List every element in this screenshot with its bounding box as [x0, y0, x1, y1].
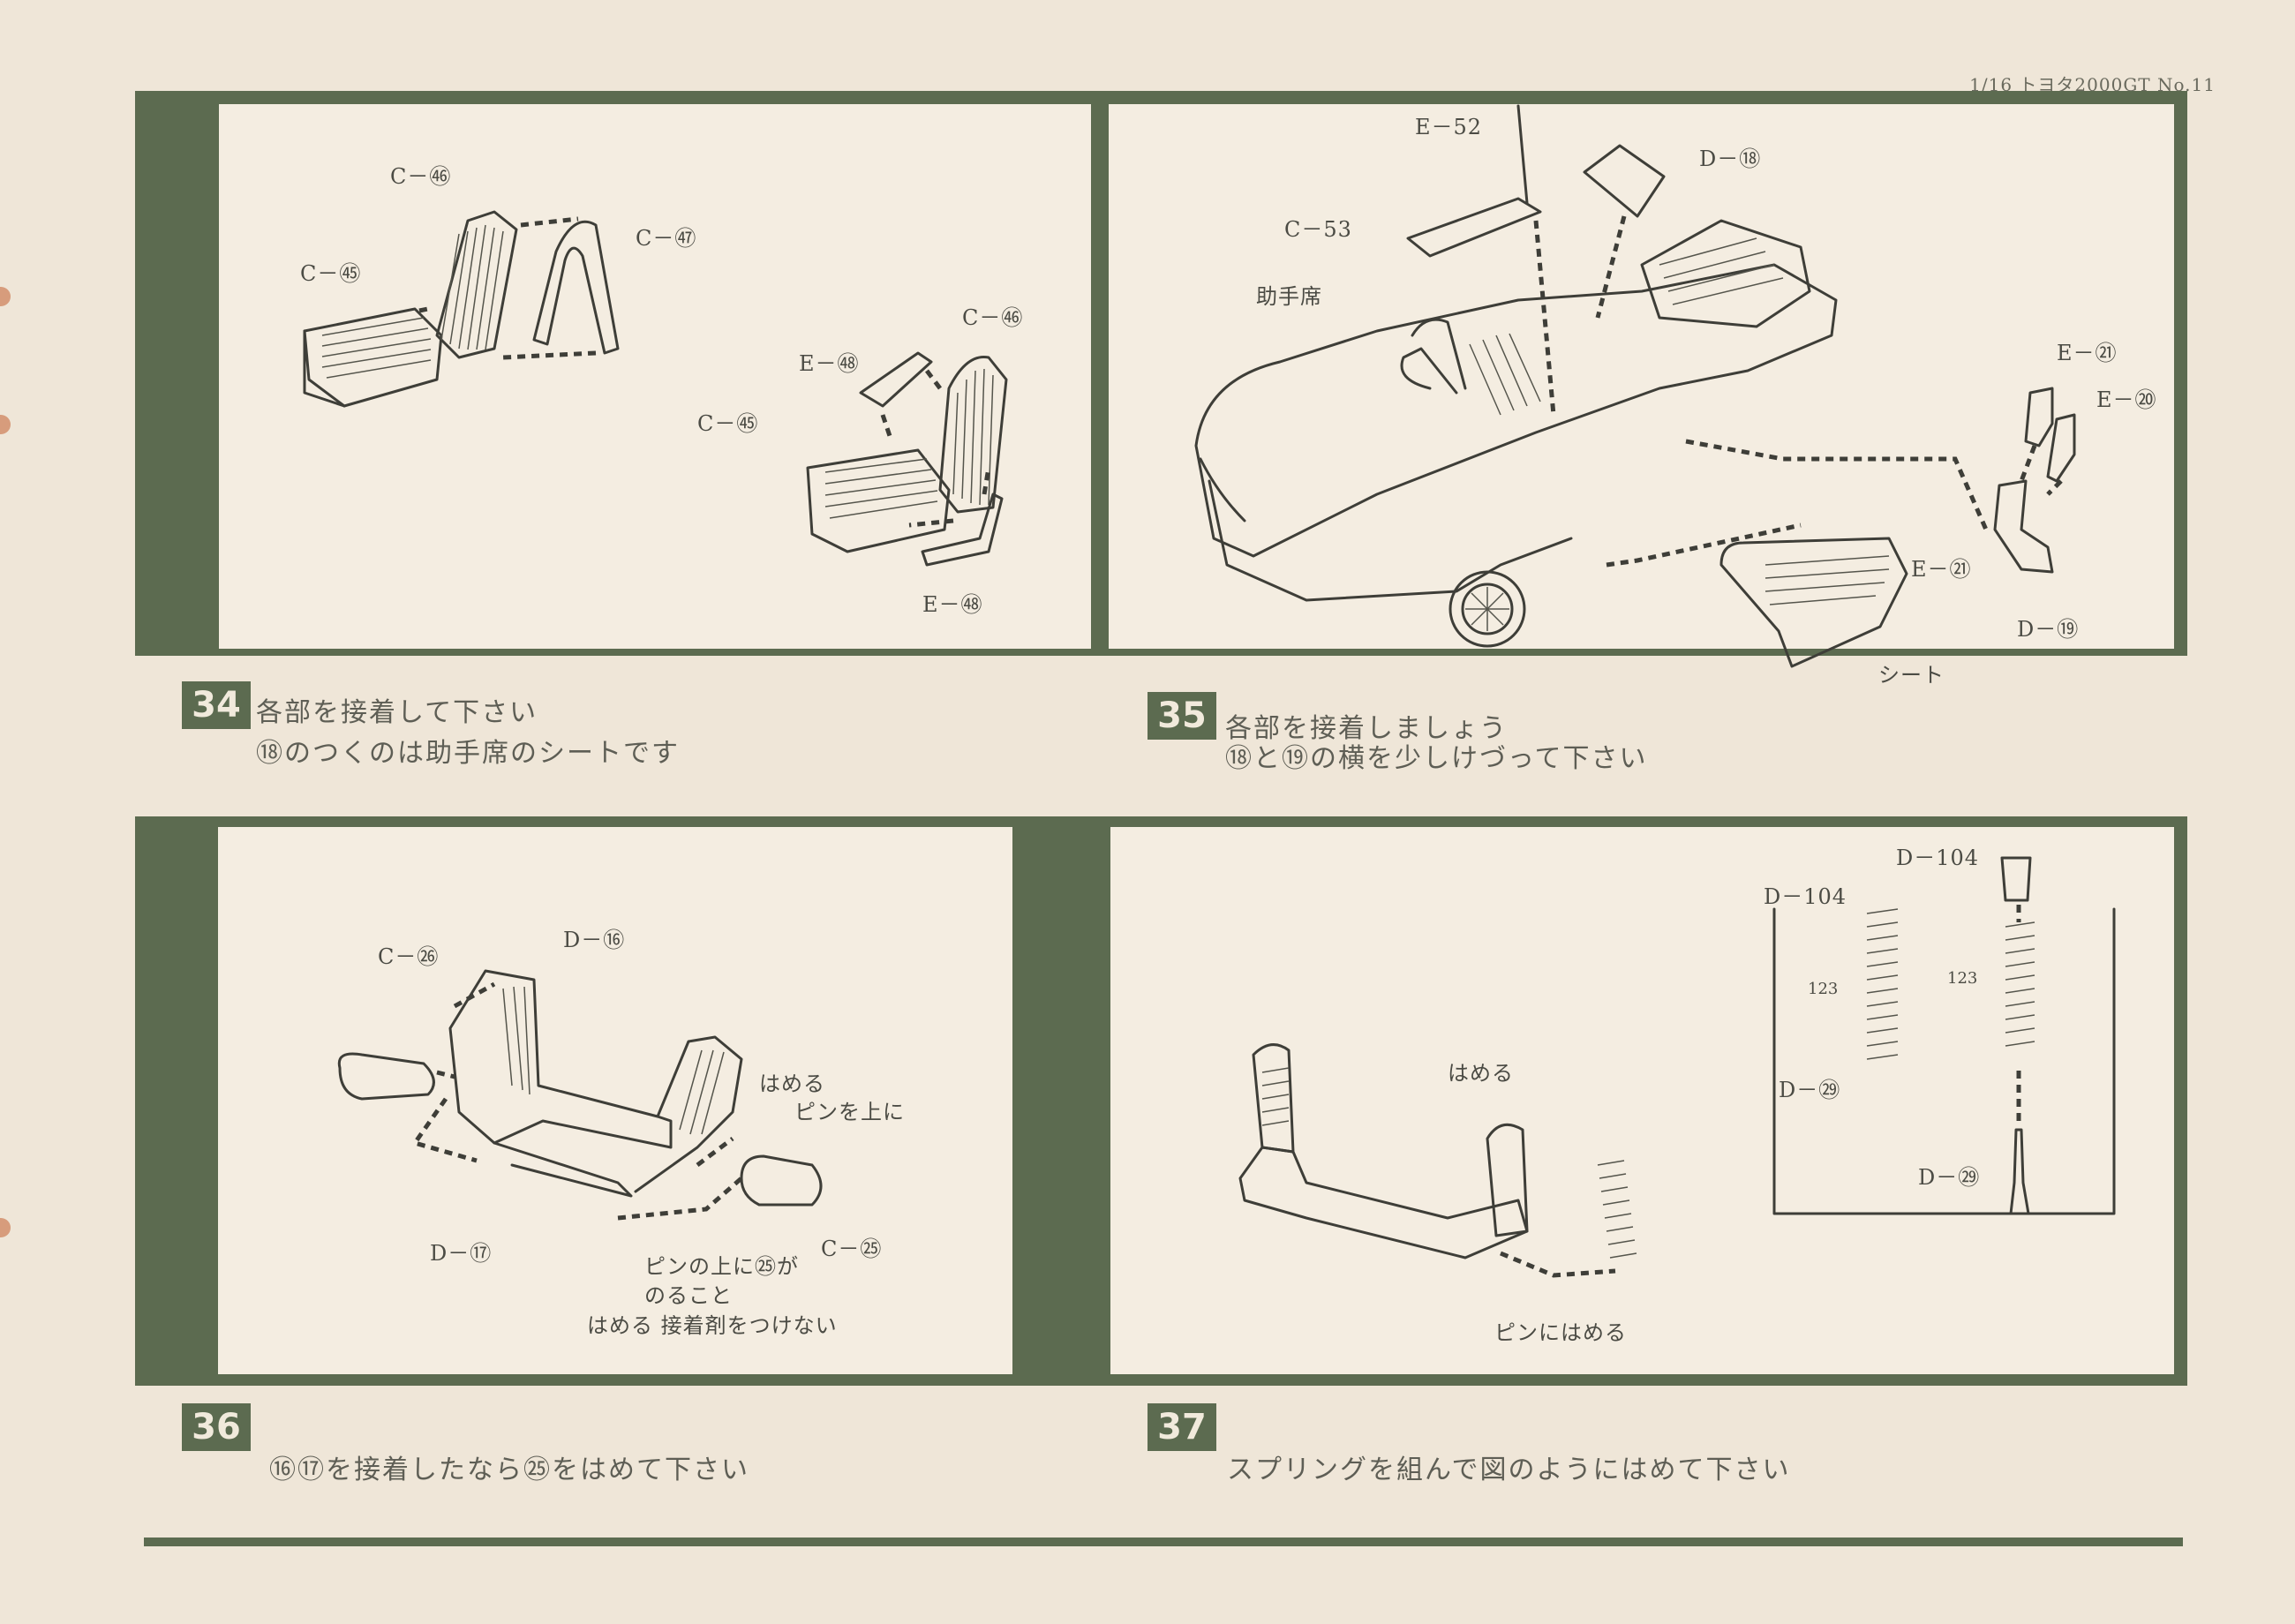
part-label-c46: C－㊻ — [390, 164, 452, 189]
step-number-35: 35 — [1148, 692, 1216, 740]
step-34-line-2: ⑱のつくのは助手席のシートです — [256, 738, 680, 769]
part-label-123: 123 — [1808, 980, 1839, 998]
bottom-rule — [144, 1538, 2183, 1546]
seat-assembly-left — [303, 210, 620, 408]
part-label-e52: E－52 — [1415, 115, 1483, 139]
part-label-c45: C－㊺ — [697, 411, 759, 436]
seat-frame-assembly — [337, 969, 823, 1221]
part-label-e48: E－㊽ — [922, 592, 983, 617]
part-label-e48: E－㊽ — [799, 351, 860, 376]
part-label-e20: E－⑳ — [2096, 387, 2157, 412]
label-pin-up: ピンを上に — [794, 1100, 905, 1124]
binding-hole — [0, 415, 11, 434]
part-label-c46: C－㊻ — [962, 305, 1024, 330]
part-label-d16: D－⑯ — [563, 928, 626, 952]
step-34-line-1: 各部を接着して下さい — [256, 697, 538, 728]
part-label-e21: E－㉑ — [1911, 557, 1972, 582]
part-label-e21: E－㉑ — [2057, 341, 2118, 365]
step-36-line-1: ⑯⑰を接着したなら㉕をはめて下さい — [269, 1455, 749, 1485]
part-label-d18: D－⑱ — [1699, 147, 1762, 171]
step-number-36: 36 — [182, 1403, 251, 1451]
step-35-line-1: 各部を接着しましょう — [1225, 713, 1508, 744]
step-number-34: 34 — [182, 681, 251, 729]
part-label-c45: C－㊺ — [300, 261, 362, 286]
label-pin-note: ピンの上に㉕が — [644, 1254, 799, 1279]
label-no-glue: はめる 接着剤をつけない — [587, 1313, 838, 1338]
part-label-d104: D－104 — [1896, 846, 1980, 870]
part-label-passenger-seat: 助手席 — [1256, 284, 1322, 309]
suspension-assembly — [1238, 856, 2116, 1278]
step-37-line-1: スプリングを組んで図のようにはめて下さい — [1227, 1455, 1791, 1485]
part-label-c26: C－㉖ — [378, 944, 440, 969]
part-label-c47: C－㊼ — [636, 226, 697, 251]
part-label-d29: D－㉙ — [1779, 1078, 1841, 1102]
label-fit: はめる — [759, 1071, 825, 1096]
seat-assembly-right — [806, 351, 1008, 567]
label-pin-note-2: のること — [644, 1283, 733, 1308]
part-label-d29: D－㉙ — [1918, 1165, 1981, 1190]
part-label-c53: C－53 — [1284, 217, 1352, 242]
label-fit: はめる — [1448, 1061, 1514, 1086]
binding-hole — [0, 1218, 11, 1237]
part-label-d17: D－⑰ — [430, 1241, 493, 1266]
step-34-panel — [219, 104, 1091, 649]
part-label-d104: D－104 — [1764, 884, 1847, 909]
part-label-c25: C－㉕ — [821, 1237, 883, 1261]
part-label-d19: D－⑲ — [2017, 617, 2080, 642]
binding-hole — [0, 287, 11, 306]
chassis-assembly — [1194, 104, 2076, 668]
label-fit-onto-pin: ピンにはめる — [1494, 1320, 1627, 1345]
step-35-line-2: ⑱と⑲の横を少しけづって下さい — [1225, 743, 1648, 774]
part-label-seat: シート — [1878, 663, 1945, 688]
part-label-123: 123 — [1947, 969, 1978, 988]
step-37-panel — [1110, 827, 2174, 1374]
step-number-37: 37 — [1148, 1403, 1216, 1451]
step-36-panel — [218, 827, 1012, 1374]
